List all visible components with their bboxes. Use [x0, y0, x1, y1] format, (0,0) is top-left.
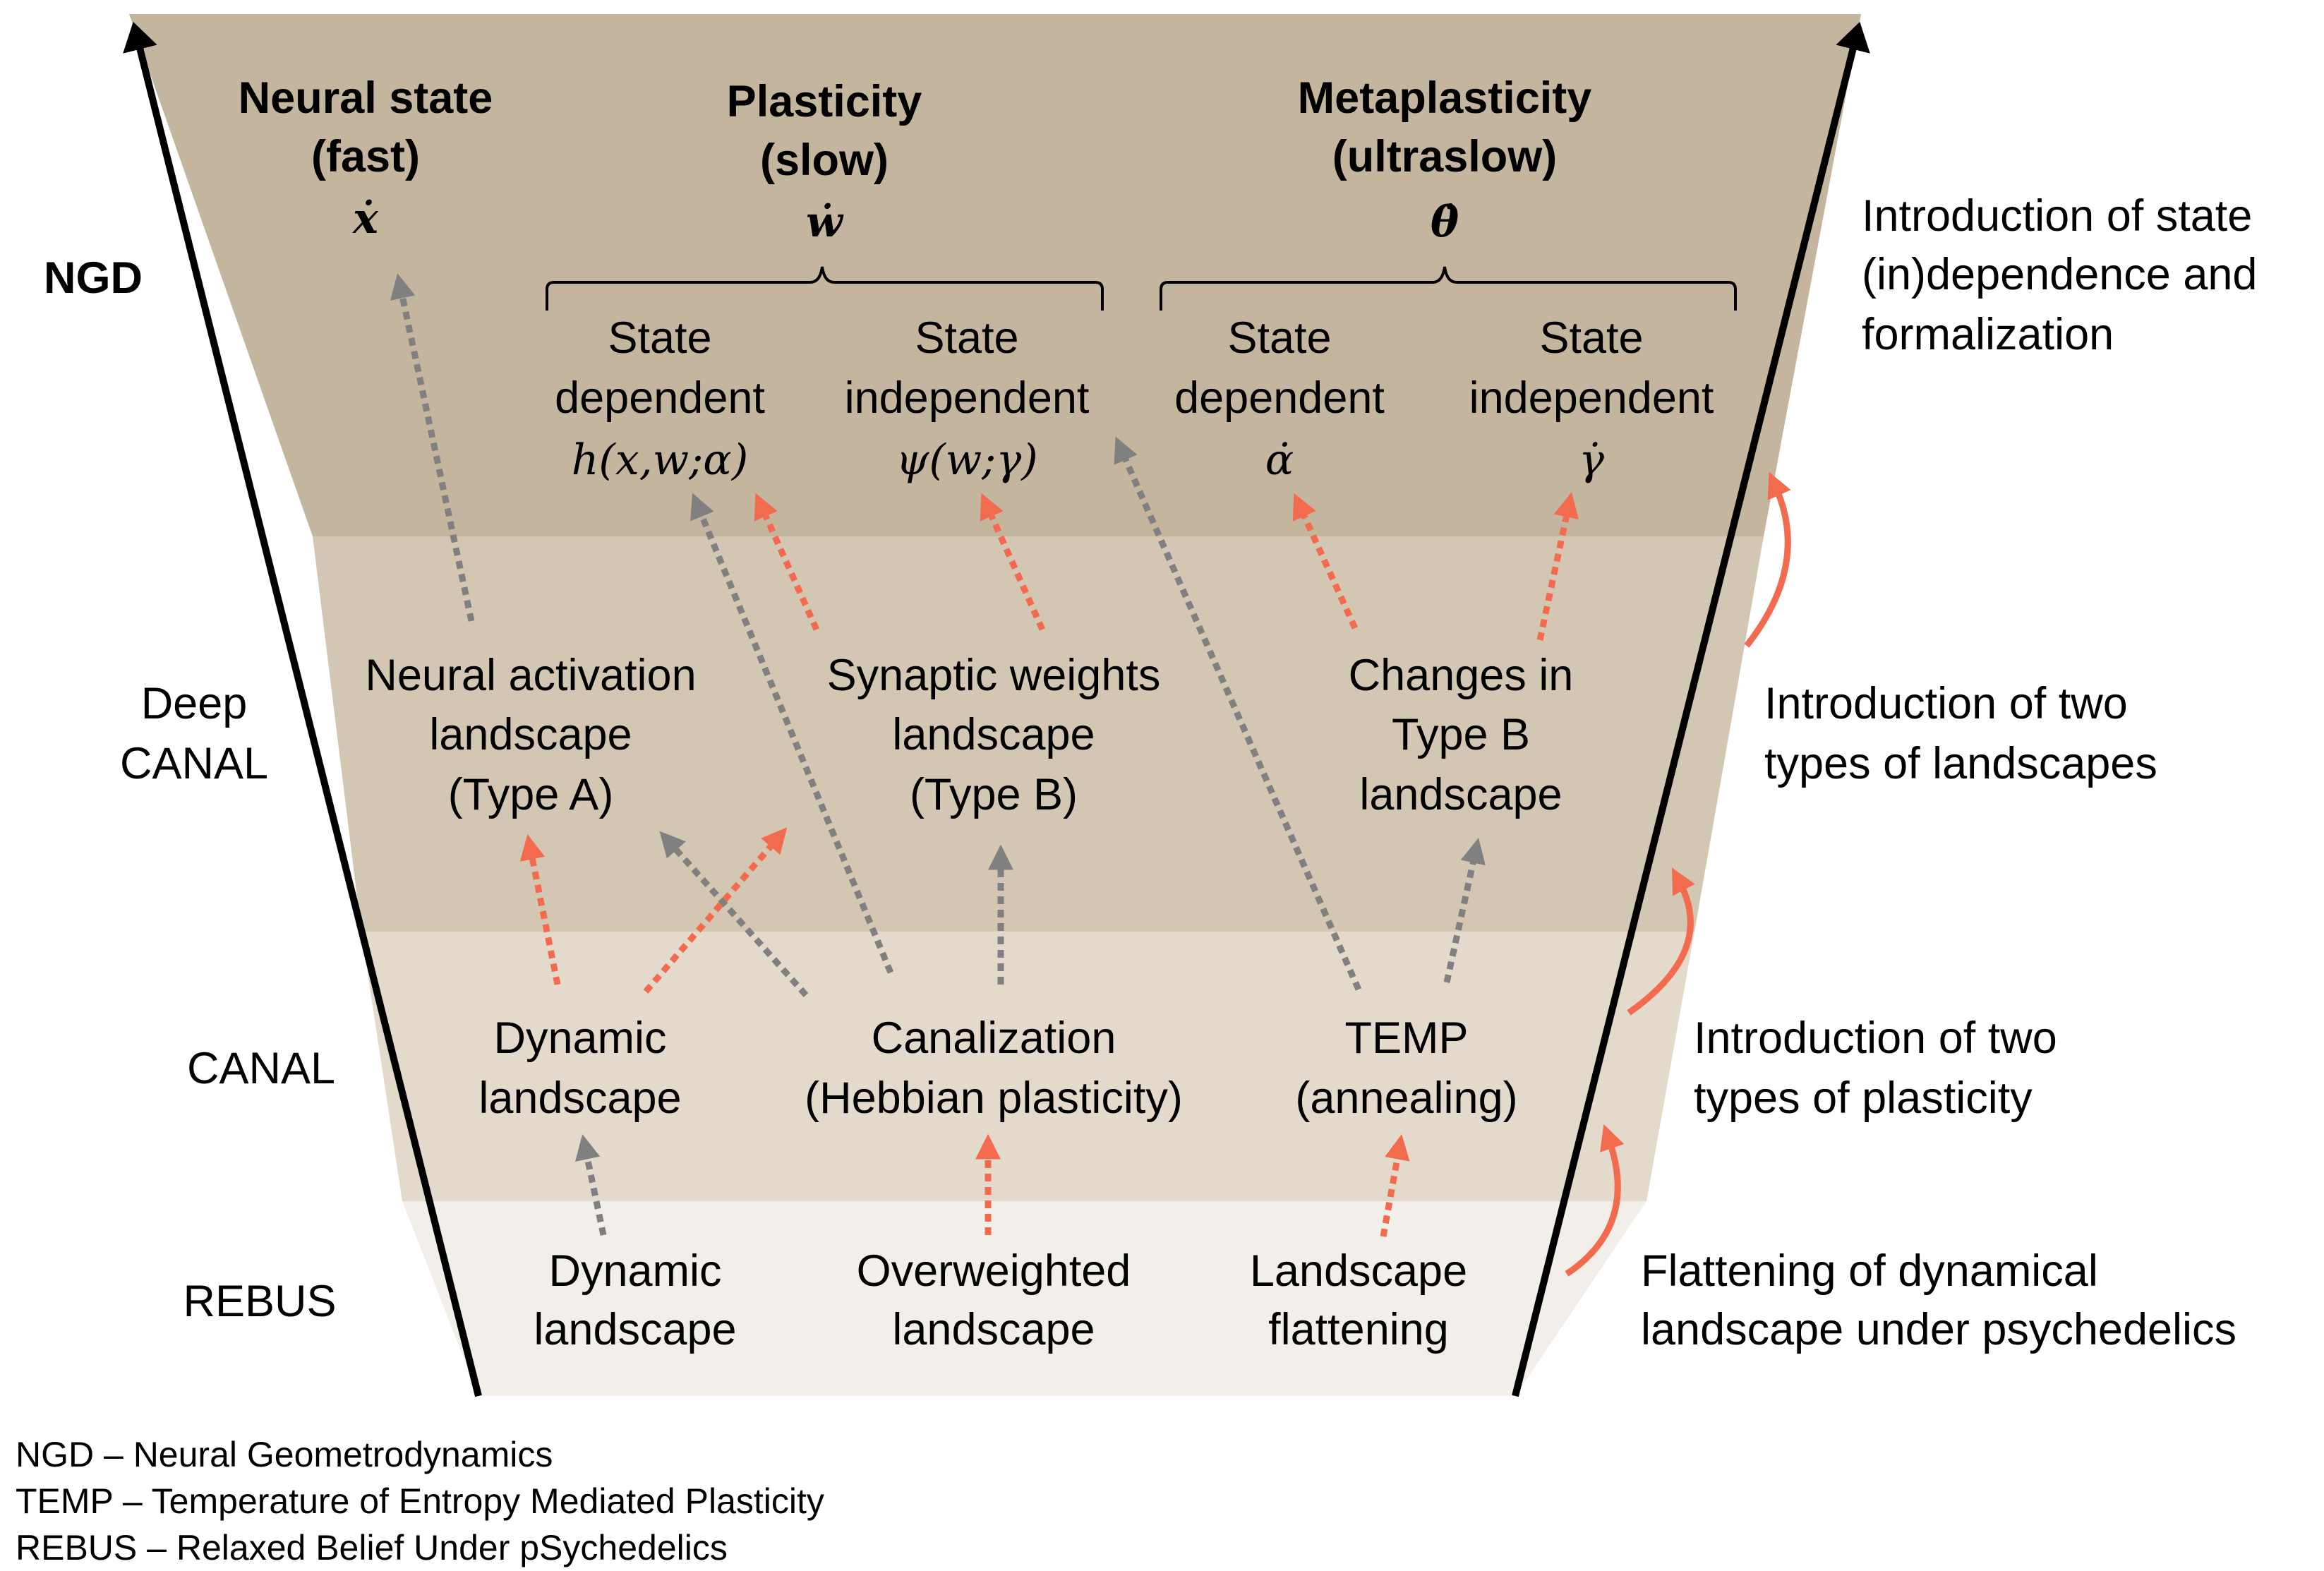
neural-state-symbol: ẋ	[351, 194, 379, 243]
annot-canal-l1: Introduction of two	[1694, 1013, 2057, 1063]
temp-l2: (annealing)	[1295, 1073, 1517, 1123]
plasticity-brace	[546, 266, 1104, 311]
right-axis-arrow	[1512, 21, 1870, 1397]
neural-state-title: Neural state	[239, 73, 493, 123]
plasticity-speed: (slow)	[760, 136, 889, 185]
type-a-l1: Neural activation	[365, 651, 696, 700]
metaplasticity-brace	[1160, 266, 1737, 311]
p-dep-formula: h(x,w;α)	[572, 435, 748, 485]
m-indep-formula: γ̇	[1579, 435, 1604, 485]
metaplasticity-symbol: θ̇	[1431, 198, 1459, 247]
canalization-l1: Canalization	[872, 1013, 1116, 1063]
flattening-l1: Landscape	[1250, 1246, 1467, 1296]
p-dep-l1: State	[608, 313, 711, 363]
neural-state-speed: (fast)	[311, 132, 420, 181]
p-indep-l2: independent	[845, 373, 1090, 423]
arrow-typeB-to-state-dependent	[754, 493, 820, 631]
rebus-dynamic-l2: landscape	[534, 1305, 736, 1354]
curve-arrow-ngd	[1744, 471, 1791, 648]
metaplasticity-speed: (ultraslow)	[1332, 132, 1558, 181]
curve-arrow-canal	[1565, 1124, 1625, 1277]
level-canal: CANAL	[187, 1044, 335, 1093]
arrow-typeA-to-neural-state	[390, 273, 475, 622]
plasticity-symbol: ẇ	[806, 198, 844, 247]
m-indep-l1: State	[1539, 313, 1643, 363]
type-b-l2: landscape	[892, 710, 1095, 759]
annot-ngd-l3: formalization	[1862, 310, 2114, 359]
type-b-l3: (Type B)	[910, 770, 1078, 819]
canal-dynamic-l1: Dynamic	[493, 1013, 666, 1063]
arrow-canalization-to-typeA	[659, 831, 809, 997]
annot-ngd-l1: Introduction of state	[1862, 191, 2252, 241]
arrow-temp-to-state-dependent	[1114, 436, 1362, 991]
changes-l3: landscape	[1359, 770, 1562, 819]
annot-rebus-l2: landscape under psychedelics	[1641, 1305, 2236, 1354]
level-ngd: NGD	[44, 253, 143, 303]
band-ngd	[129, 14, 1861, 536]
band-rebus	[402, 1201, 1646, 1396]
p-indep-formula: ψ(w;γ)	[896, 435, 1037, 485]
canalization-l2: (Hebbian plasticity)	[805, 1073, 1183, 1123]
m-dep-formula: α̇	[1265, 435, 1294, 485]
annot-rebus-l1: Flattening of dynamical	[1641, 1246, 2098, 1296]
level-deep-l1: Deep	[141, 679, 248, 728]
type-a-l2: landscape	[429, 710, 632, 759]
overweighted-l1: Overweighted	[857, 1246, 1131, 1296]
rebus-dynamic-l1: Dynamic	[548, 1246, 721, 1296]
arrow-canalization-to-state-dependent	[690, 493, 894, 974]
legend-rebus: REBUS – Relaxed Belief Under pSychedelic…	[16, 1528, 728, 1567]
arrow-flattening-to-temp	[1380, 1133, 1410, 1237]
flattening-l2: flattening	[1268, 1305, 1449, 1354]
canal-dynamic-l2: landscape	[478, 1073, 681, 1123]
level-deep-l2: CANAL	[120, 739, 268, 788]
overweighted-l2: landscape	[892, 1305, 1095, 1354]
arrow-temp-to-changes	[1443, 838, 1486, 983]
annot-deep-l2: types of landscapes	[1764, 739, 2157, 788]
p-dep-l2: dependent	[555, 373, 765, 423]
legend-ngd: NGD – Neural Geometrodynamics	[16, 1435, 553, 1474]
plasticity-title: Plasticity	[727, 77, 922, 126]
left-axis-arrow	[123, 21, 482, 1397]
arrow-changes-to-gamma	[1536, 492, 1579, 641]
legend-temp: TEMP – Temperature of Entropy Mediated P…	[16, 1481, 824, 1521]
m-indep-l2: independent	[1469, 373, 1714, 423]
arrow-dynamic-to-typeB	[643, 827, 788, 994]
m-dep-l2: dependent	[1174, 373, 1385, 423]
arrow-changes-to-alpha	[1292, 493, 1359, 630]
level-rebus: REBUS	[183, 1277, 336, 1326]
changes-l2: Type B	[1392, 710, 1530, 759]
arrow-dynamic-to-typeA	[519, 834, 561, 985]
annot-canal-l2: types of plasticity	[1694, 1073, 2033, 1123]
type-a-l3: (Type A)	[448, 770, 614, 819]
annot-ngd-l2: (in)dependence and	[1862, 250, 2257, 299]
band-canal	[361, 932, 1694, 1201]
m-dep-l1: State	[1227, 313, 1331, 363]
arrow-typeB-to-state-independent	[980, 493, 1046, 631]
type-b-l1: Synaptic weights	[827, 651, 1161, 700]
metaplasticity-title: Metaplasticity	[1298, 73, 1592, 123]
p-indep-l1: State	[915, 313, 1018, 363]
curve-arrow-deep	[1627, 867, 1695, 1016]
temp-l1: TEMP	[1344, 1013, 1468, 1063]
annot-deep-l1: Introduction of two	[1764, 679, 2128, 728]
arrow-rebus-dynamic-to-canal-dynamic	[574, 1134, 607, 1236]
changes-l1: Changes in	[1349, 651, 1574, 700]
